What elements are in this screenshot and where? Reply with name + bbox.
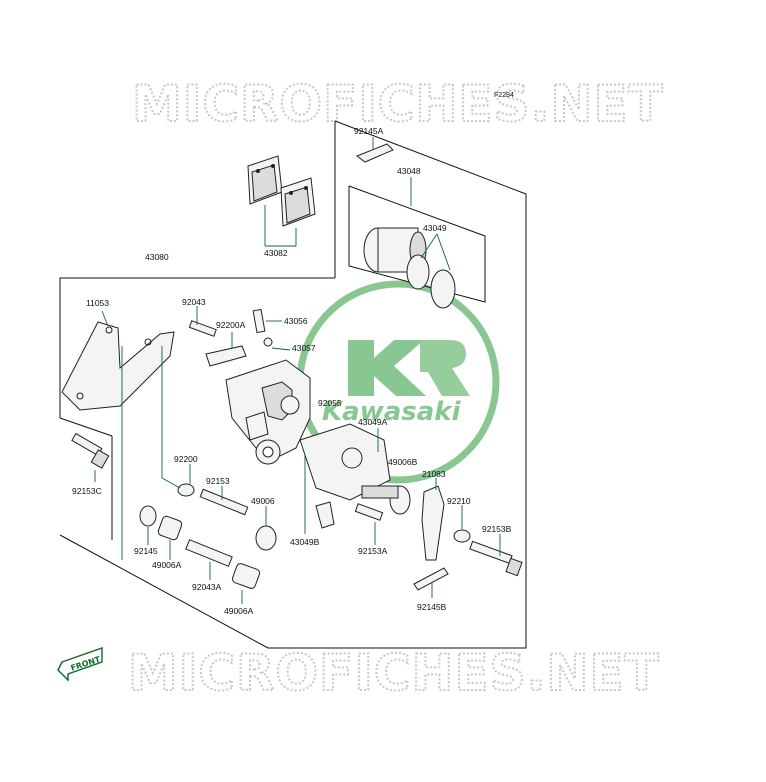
ring-92200 — [161, 346, 195, 497]
kawasaki-logo: Kawasaki — [296, 280, 500, 484]
label-92153b: 92153B — [482, 524, 512, 534]
label-92145b: 92145B — [417, 602, 447, 612]
label-49006a-upper: 49006A — [152, 560, 182, 570]
ring-92145 — [139, 505, 157, 545]
label-92145a: 92145A — [354, 126, 384, 136]
label-43082: 43082 — [264, 248, 288, 258]
boot-49006b — [361, 485, 411, 515]
caliper-body — [225, 359, 311, 465]
bolt-92153b — [469, 534, 523, 577]
label-92043: 92043 — [182, 297, 206, 307]
label-43080: 43080 — [145, 252, 169, 262]
label-43057: 43057 — [292, 343, 316, 353]
bolt-92153c — [71, 432, 110, 482]
label-43049a: 43049A — [358, 417, 388, 427]
watermark-bottom: MICROFICHES.NET — [128, 644, 660, 702]
bleeder-valve — [252, 308, 291, 351]
label-92153: 92153 — [206, 476, 230, 486]
label-21083: 21083 — [422, 469, 446, 479]
kawasaki-logo-text: Kawasaki — [322, 397, 462, 427]
boot-49006a-lower — [231, 563, 261, 604]
boot-49006a-upper — [157, 515, 183, 560]
figure-code: F2294 — [494, 92, 514, 99]
nut-92210 — [453, 505, 471, 543]
label-92153a: 92153A — [358, 546, 388, 556]
pin-92153 — [199, 486, 249, 516]
caliper-bracket — [61, 310, 175, 560]
label-92200: 92200 — [174, 454, 198, 464]
label-11053: 11053 — [86, 298, 109, 308]
label-49006: 49006 — [251, 496, 275, 506]
watermark-top: MICROFICHES.NET — [132, 75, 664, 133]
label-43049: 43049 — [423, 223, 447, 233]
front-arrow-icon: FRONT — [57, 647, 103, 682]
seal-carrier — [299, 423, 391, 529]
pin-92043a — [185, 539, 233, 580]
bolt-92043 — [188, 306, 247, 367]
part-labels: 92145A 43048 43049 43082 43080 11053 920… — [72, 126, 512, 616]
label-92055: 92055 — [318, 398, 342, 408]
label-43048: 43048 — [397, 166, 421, 176]
label-92145: 92145 — [134, 546, 158, 556]
lever-21083 — [421, 478, 445, 561]
bolt-92153a — [354, 503, 384, 545]
assembly-frame — [59, 120, 527, 649]
label-92043a: 92043A — [192, 582, 222, 592]
label-43056: 43056 — [284, 316, 308, 326]
label-49006b: 49006B — [388, 457, 418, 467]
spring-clip-92145a — [355, 137, 394, 163]
piston-assembly — [363, 177, 456, 309]
boot-49006 — [255, 506, 277, 551]
label-49006a-lower: 49006A — [224, 606, 254, 616]
label-92153c: 92153C — [72, 486, 102, 496]
label-43049b: 43049B — [290, 537, 320, 547]
brake-pads — [247, 155, 316, 247]
spring-92145b — [413, 567, 449, 598]
label-92210: 92210 — [447, 496, 471, 506]
label-92200a: 92200A — [216, 320, 246, 330]
